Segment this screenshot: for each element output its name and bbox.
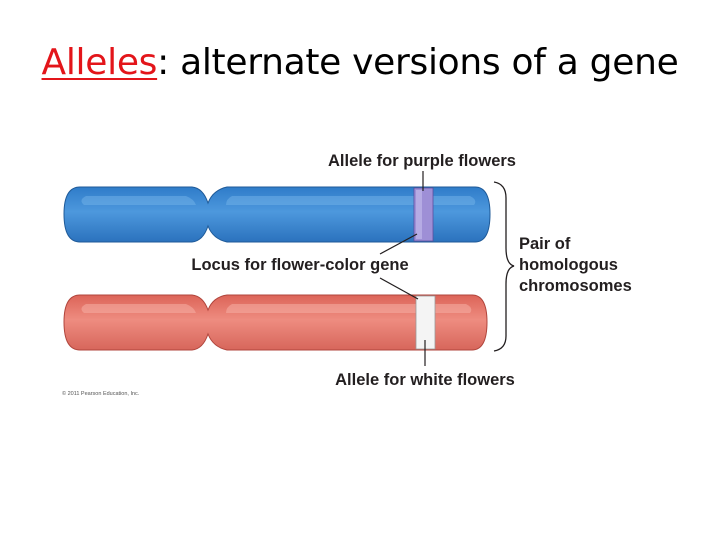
pair-label-line3: chromosomes bbox=[519, 277, 632, 295]
pair-label-line2: homologous bbox=[519, 256, 618, 274]
pair-label-line1: Pair of bbox=[519, 235, 571, 253]
title-keyword: Alleles bbox=[41, 42, 158, 83]
locus-pointer-bottom bbox=[379, 277, 419, 300]
title-rest: : alternate versions of a gene bbox=[157, 42, 679, 83]
chromosome-top bbox=[63, 186, 491, 243]
purple-allele-label: Allele for purple flowers bbox=[328, 152, 516, 170]
locus-label: Locus for flower-color gene bbox=[191, 256, 408, 274]
pair-brace bbox=[493, 181, 515, 352]
chromosome-bottom bbox=[63, 294, 488, 351]
white-allele-label: Allele for white flowers bbox=[335, 371, 515, 389]
copyright-credit: © 2011 Pearson Education, Inc. bbox=[62, 390, 140, 397]
slide-title: Alleles: alternate versions of a gene bbox=[0, 42, 720, 83]
locus-pointer-top bbox=[379, 233, 418, 255]
